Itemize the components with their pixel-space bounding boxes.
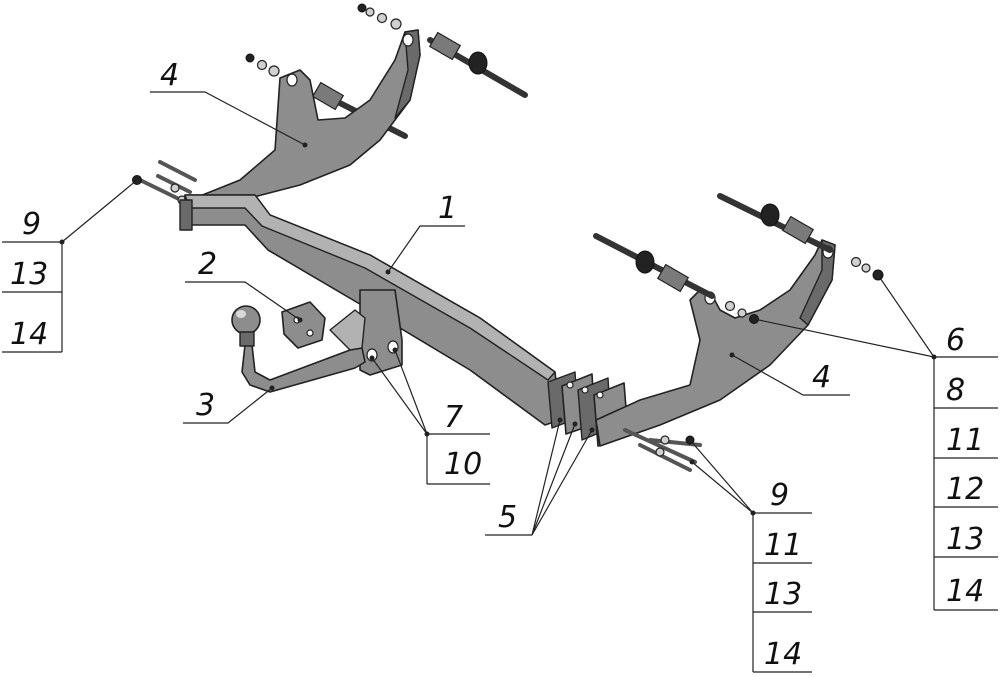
bracket-right	[595, 239, 836, 447]
callout-right-3: 12	[946, 472, 984, 507]
callout-center-1: 10	[444, 447, 482, 482]
callout-center-0: 7	[444, 400, 463, 435]
right-lower-bolt-set	[593, 233, 759, 324]
callout-right-1: 8	[946, 373, 965, 408]
callout-left-1: 13	[10, 257, 48, 292]
callout-bottom-3: 14	[764, 637, 802, 672]
callout-bracket-right: 4	[812, 360, 831, 395]
lower-right-bolts	[623, 428, 702, 472]
callout-bottom-1: 11	[764, 528, 802, 563]
tow-ball-arm	[231, 305, 366, 393]
callout-bracket-left: 4	[160, 58, 179, 93]
callout-left-2: 14	[10, 317, 48, 352]
callout-table-center: 7 10	[426, 400, 490, 485]
callout-table-bottom: 9 11 13 14	[752, 478, 812, 673]
callout-socket-plate: 2	[198, 247, 217, 282]
callout-table-right: 6 8 11 12 13 14	[933, 323, 998, 611]
callout-right-5: 14	[946, 574, 984, 609]
callout-left-0: 9	[22, 207, 41, 242]
leader-lines	[59, 91, 937, 536]
callout-labels: 4 1 2 3 5 4 7 10 9 13 14	[2, 58, 998, 673]
callout-right-2: 11	[946, 423, 984, 458]
center-mount-plate	[359, 289, 403, 376]
upper-left-bolt-set	[357, 3, 528, 98]
callout-shims: 5	[498, 500, 517, 535]
callout-bottom-2: 13	[764, 577, 802, 612]
socket-plate	[281, 301, 326, 349]
callout-tow-ball: 3	[196, 388, 215, 423]
callout-right-4: 13	[946, 522, 984, 557]
bracket-left	[199, 29, 421, 206]
right-upper-bolt-set	[717, 193, 884, 281]
callout-table-left: 9 13 14	[2, 207, 63, 353]
callout-right-0: 6	[946, 323, 965, 358]
callout-beam: 1	[438, 191, 457, 226]
callout-bottom-0: 9	[770, 478, 789, 513]
